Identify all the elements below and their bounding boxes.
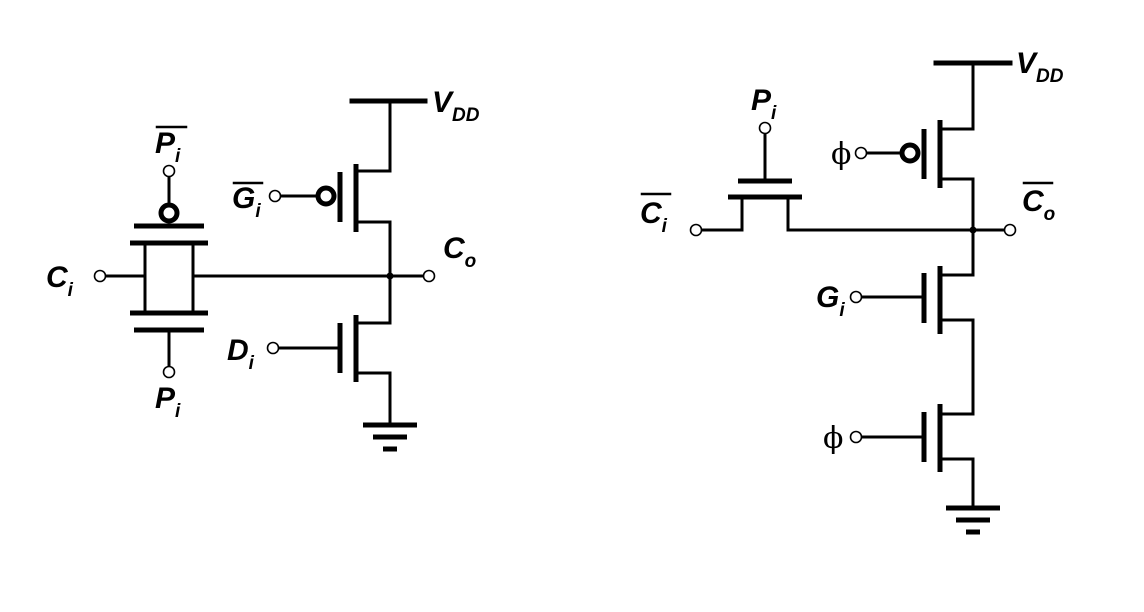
right-phi-top-label: ϕ [831,137,851,172]
left-pmos-inversion-bubble [315,185,337,207]
right-pi-label: Pi [751,84,777,124]
left-pmos-transistor [268,99,392,278]
right-nmos-gi [849,228,975,416]
right-ci-bar-pin[interactable] [689,223,703,237]
right-pmos-precharge [854,61,975,232]
right-pi-pin[interactable] [758,121,772,135]
right-pmos-inversion-bubble [899,142,921,164]
right-gi-pin[interactable] [849,290,863,304]
right-vdd-label: VDD [1016,47,1064,87]
left-gi-bar-pin[interactable] [268,189,282,203]
right-phi-bottom-pin[interactable] [849,430,863,444]
left-di-label: Di [227,334,255,374]
left-co-pin[interactable] [422,269,436,283]
right-co-bar-pin[interactable] [1003,223,1017,237]
right-phi-top-pin[interactable] [854,146,868,160]
right-circuit: VDD ϕ Pi Ci [640,47,1064,535]
left-vdd-label: VDD [432,86,480,126]
right-co-bar-label: Co [1022,181,1055,225]
left-circuit: VDD Gi Di [46,86,480,452]
left-ground-symbol [363,422,417,452]
svg-text:Gi: Gi [232,182,261,222]
right-phi-bottom-label: ϕ [823,421,843,456]
left-tg-inversion-bubble [158,202,180,224]
left-gi-bar-label: Gi [232,181,264,222]
right-nmos-evaluate [849,404,975,510]
left-nmos-transistor [266,274,392,427]
left-pi-bar-label: Pi [155,125,188,167]
left-output-node [386,272,394,280]
right-pass-transistor [700,121,1006,232]
left-pi-pin[interactable] [162,365,176,379]
left-ci-label: Ci [46,261,74,301]
right-ground-symbol [946,505,1000,535]
left-pi-bar-pin[interactable] [162,164,176,178]
right-ci-bar-label: Ci [640,192,672,237]
svg-text:Ci: Ci [640,197,668,237]
left-co-label: Co [443,232,476,272]
left-ci-pin[interactable] [93,269,107,283]
left-di-pin[interactable] [266,341,280,355]
left-transmission-gate [104,164,208,379]
svg-text:Pi: Pi [155,127,181,167]
right-gi-label: Gi [816,281,845,321]
left-pi-label: Pi [155,382,181,422]
svg-text:Co: Co [1022,185,1055,225]
